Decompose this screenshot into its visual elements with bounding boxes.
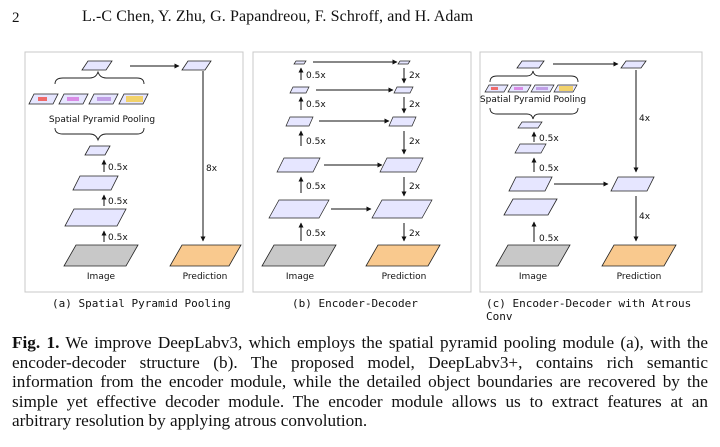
panel-b-enc-6 xyxy=(293,60,307,65)
figure-caption-text: We improve DeepLabv3, which employs the … xyxy=(12,333,708,431)
panel-c-pool-2-mark xyxy=(514,87,523,90)
panel-a-image xyxy=(63,244,139,267)
panel-c-pool-4-mark xyxy=(559,86,573,91)
panel-b-dec-scale-3: 2x xyxy=(409,137,421,147)
panel-c-frame xyxy=(479,51,703,293)
panel-b-enc-scale-3: 0.5x xyxy=(306,137,326,147)
panel-a-feature-2 xyxy=(64,208,127,227)
panel-b-enc-4 xyxy=(285,116,314,127)
panel-b-dec-2 xyxy=(371,199,433,219)
panel-c-spp-label: Spatial Pyramid Pooling xyxy=(480,95,586,105)
panel-a-brace-top xyxy=(54,70,145,85)
panel-a-spatial-pyramid-pooling: Spatial Pyramid Pooling 0.5x 0.5x 0.5x I… xyxy=(24,51,244,293)
panel-b-enc-2 xyxy=(268,199,330,219)
panel-c-image xyxy=(495,244,571,267)
panel-b-prediction-label: Prediction xyxy=(382,272,427,282)
panel-c-caption: (c) Encoder-Decoder with Atrous Conv xyxy=(486,297,692,323)
panel-b-image xyxy=(261,244,337,267)
panel-c-upsample-top: 4x xyxy=(639,114,651,124)
panel-a-scale-3: 0.5x xyxy=(108,163,128,173)
panel-b-dec-scale-5: 2x xyxy=(409,71,421,81)
panel-c-top-right-feature xyxy=(620,60,647,69)
running-header-authors: L.-C Chen, Y. Zhu, G. Papandreou, F. Sch… xyxy=(82,8,474,25)
panel-b-dec-4 xyxy=(388,116,417,127)
panel-b-dec-6 xyxy=(397,60,411,65)
panel-c-feature-2 xyxy=(503,198,558,216)
panel-a-brace-bottom xyxy=(54,127,145,142)
panel-b-prediction xyxy=(365,244,441,267)
panel-c-feature-3 xyxy=(508,176,553,192)
panel-c-pool-1-mark xyxy=(491,87,498,90)
panel-b-enc-scale-5: 0.5x xyxy=(306,71,326,81)
panel-c-feature-4 xyxy=(514,143,547,154)
panel-c-brace-top xyxy=(489,70,579,83)
panel-c-prediction xyxy=(601,244,677,267)
panel-b-encoder-decoder: 0.5x 0.5x 0.5x 0.5x 0.5x Image 2x 2x 2x xyxy=(252,51,472,293)
panel-a-prediction-label: Prediction xyxy=(183,272,228,282)
panel-c-brace-bottom xyxy=(489,107,579,120)
panel-a-scale-1: 0.5x xyxy=(108,233,128,243)
panel-a-feature-4 xyxy=(84,145,111,156)
panel-a-pool-3-mark xyxy=(97,97,111,101)
panel-c-upsample-bottom: 4x xyxy=(639,212,651,222)
panel-a-scale-2: 0.5x xyxy=(108,197,128,207)
panel-b-dec-3 xyxy=(379,157,424,173)
panel-b-caption: (b) Encoder-Decoder xyxy=(292,297,418,310)
panel-c-pool-3-mark xyxy=(536,87,548,90)
panel-b-dec-scale-1: 2x xyxy=(409,229,421,239)
panel-b-frame xyxy=(252,51,472,293)
panel-c-decoder-feature xyxy=(610,176,655,192)
panel-b-enc-5 xyxy=(289,86,310,94)
panel-b-dec-5 xyxy=(393,86,414,94)
page-number: 2 xyxy=(12,10,20,26)
panel-b-dec-scale-2: 2x xyxy=(409,182,421,192)
panel-b-enc-scale-1: 0.5x xyxy=(306,229,326,239)
figure-caption: Fig. 1. We improve DeepLabv3, which empl… xyxy=(12,333,708,431)
panel-a-image-label: Image xyxy=(87,272,116,282)
panel-a-feature-3 xyxy=(72,175,119,191)
panel-c-scale-2: 0.5x xyxy=(539,164,559,174)
panel-c-scale-1: 0.5x xyxy=(539,234,559,244)
figure-caption-label: Fig. 1. xyxy=(12,333,60,352)
panel-a-pool-2-mark xyxy=(67,97,79,101)
panel-a-spp-label: Spatial Pyramid Pooling xyxy=(49,115,155,125)
panel-b-dec-scale-4: 2x xyxy=(409,100,421,110)
panel-b-enc-3 xyxy=(276,157,321,173)
figure-1-diagram: Spatial Pyramid Pooling 0.5x 0.5x 0.5x I… xyxy=(24,51,703,293)
panel-a-prediction xyxy=(169,244,242,267)
panel-a-top-feature xyxy=(81,60,113,71)
panel-c-feature-5 xyxy=(517,121,543,129)
panel-a-upsample-label: 8x xyxy=(206,164,218,174)
panel-b-enc-scale-4: 0.5x xyxy=(306,100,326,110)
panel-c-encoder-decoder-atrous: Spatial Pyramid Pooling 0.5x 0.5x 0.5x I… xyxy=(479,51,703,293)
panel-b-enc-scale-2: 0.5x xyxy=(306,182,326,192)
panel-a-pool-1-mark xyxy=(38,97,47,101)
panel-a-top-right-feature xyxy=(181,60,212,71)
panel-b-image-label: Image xyxy=(286,272,315,282)
panel-c-image-label: Image xyxy=(519,272,548,282)
panel-a-caption: (a) Spatial Pyramid Pooling xyxy=(52,297,231,310)
panel-a-frame xyxy=(24,51,244,293)
panel-c-scale-3: 0.5x xyxy=(539,134,559,144)
panel-a-pool-4-mark xyxy=(126,96,143,102)
panel-c-prediction-label: Prediction xyxy=(617,272,662,282)
panel-c-top-feature xyxy=(516,60,545,69)
